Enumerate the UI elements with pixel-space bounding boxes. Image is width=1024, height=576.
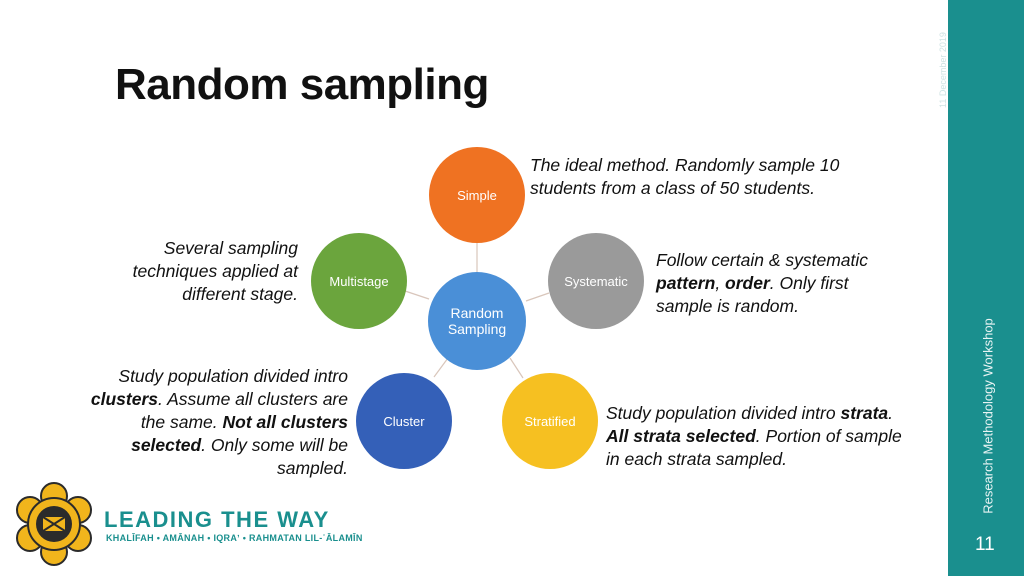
- connector-stratified: [509, 357, 524, 379]
- page-number: 11: [975, 534, 995, 555]
- logo-subtitle: KHALĪFAH • AMĀNAH • IQRAʼ • RAHMATAN LIL…: [106, 533, 363, 543]
- node-simple: Simple: [429, 147, 525, 243]
- logo-title: LEADING THE WAY: [104, 507, 330, 532]
- note-simple-text: The ideal method. Randomly sample 10 stu…: [530, 155, 840, 198]
- note-multistage: Several sampling techniques applied at d…: [106, 237, 298, 306]
- node-stratified: Stratified: [502, 373, 598, 469]
- node-center: Random Sampling: [428, 272, 526, 370]
- note-systematic-bold-1: pattern: [656, 273, 716, 293]
- university-crest-icon: [16, 482, 92, 566]
- note-stratified: Study population divided intro strata. A…: [606, 402, 916, 471]
- note-stratified-text-1: Study population divided intro: [606, 403, 841, 423]
- node-multistage-label: Multistage: [329, 273, 389, 289]
- note-stratified-bold-1: strata: [840, 403, 889, 423]
- connector-systematic: [525, 292, 550, 302]
- node-systematic: Systematic: [548, 233, 644, 329]
- connector-multistage: [404, 290, 430, 300]
- note-systematic-text-3: . Only first sample is random.: [656, 273, 849, 316]
- node-multistage: Multistage: [311, 233, 407, 329]
- note-stratified-text-3: . Portion of sample in each strata sampl…: [606, 426, 902, 469]
- note-systematic-text-2: ,: [715, 273, 726, 293]
- node-center-label: Random Sampling: [447, 305, 507, 337]
- node-systematic-label: Systematic: [564, 273, 628, 289]
- note-cluster-text-2: . Assume all clusters are the same.: [140, 389, 348, 432]
- node-cluster: Cluster: [356, 373, 452, 469]
- slide-title: Random sampling: [115, 60, 489, 109]
- note-cluster-bold-1: clusters: [90, 389, 159, 409]
- node-cluster-label: Cluster: [383, 413, 425, 429]
- connector-cluster: [433, 357, 449, 378]
- note-stratified-bold-2: All strata selected: [606, 426, 756, 446]
- note-systematic: Follow certain & systematic pattern, ord…: [656, 249, 906, 318]
- note-systematic-text-1: Follow certain & systematic: [656, 250, 869, 270]
- note-stratified-text-2: .: [888, 403, 894, 423]
- note-cluster: Study population divided intro clusters.…: [62, 365, 348, 480]
- note-simple: The ideal method. Randomly sample 10 stu…: [530, 154, 890, 200]
- note-multistage-text: Several sampling techniques applied at d…: [132, 238, 298, 304]
- note-cluster-text-1: Study population divided intro: [118, 366, 348, 386]
- node-simple-label: Simple: [457, 187, 497, 203]
- node-stratified-label: Stratified: [524, 413, 576, 429]
- note-cluster-bold-2: Not all clusters selected: [131, 412, 348, 455]
- sidebar-band: [948, 0, 1024, 576]
- note-systematic-bold-2: order: [725, 273, 770, 293]
- note-cluster-text-3: . Only some will be sampled.: [201, 435, 348, 478]
